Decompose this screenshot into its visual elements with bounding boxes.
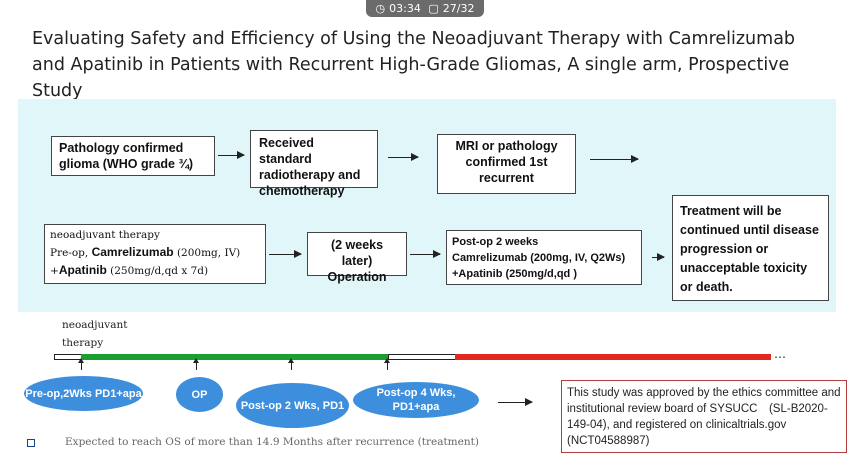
flow-box-continuation: Treatment will be continued until diseas… <box>672 195 829 301</box>
elapsed-time: 03:34 <box>389 2 421 15</box>
flow-box-neoadjuvant: neoadjuvant therapy Pre-op, Camrelizumab… <box>44 224 266 284</box>
timeline-label: therapy <box>62 337 104 349</box>
flow-arrow <box>269 250 302 258</box>
timeline-arrow <box>193 358 199 370</box>
timeline-bar-green <box>81 354 388 360</box>
milestone-post-op-2wks: Post-op 2 Wks, PD1 <box>236 383 349 428</box>
pre-op-text: Pre-op, <box>50 247 92 259</box>
flow-arrow <box>388 153 419 161</box>
clock-icon: ◷ <box>375 2 386 15</box>
milestone-pre-op: Pre-op,2Wks PD1+apa <box>24 376 143 411</box>
apatinib-dose: (250mg/d,qd x 7d) <box>106 265 209 277</box>
flow-arrow <box>410 250 441 258</box>
neoadjuvant-line: neoadjuvant therapy <box>50 229 160 241</box>
flow-box-post-op: Post-op 2 weeks Camrelizumab (200mg, IV,… <box>446 230 642 285</box>
timeline-bar-white <box>388 354 456 360</box>
timeline-arrow <box>78 358 84 370</box>
timeline-bar-red <box>455 354 771 360</box>
plus-sign: + <box>50 265 59 277</box>
post-op-heading: Post-op 2 weeks <box>452 236 539 248</box>
ethics-approval-note: This study was approved by the ethics co… <box>561 380 847 453</box>
camrelizumab-text: Camrelizumab <box>91 245 174 259</box>
timeline-arrow <box>288 358 294 370</box>
milestone-post-op-4wks: Post-op 4 Wks, PD1+apa <box>353 382 479 418</box>
flow-arrow <box>590 155 639 163</box>
timeline-arrow <box>384 358 390 370</box>
page-counter: 27/32 <box>442 2 475 15</box>
pre-op-line: Pre-op, Camrelizumab (200mg, IV) <box>50 244 260 262</box>
apatinib-line: +Apatinib (250mg/d,qd x 7d) <box>50 262 260 280</box>
flow-arrow <box>652 253 665 261</box>
slide-title: Evaluating Safety and Efficiency of Usin… <box>32 29 796 101</box>
flow-box-pathology: Pathology confirmed glioma (WHO grade ¾) <box>51 136 215 176</box>
flow-box-recurrence: MRI or pathology confirmed 1st recurrent <box>437 134 576 194</box>
flow-box-operation: (2 weeks later) Operation <box>307 232 407 284</box>
timeline-label: neoadjuvant <box>62 319 128 331</box>
page-icon: ▢ <box>428 2 439 15</box>
milestone-op: OP <box>176 377 223 412</box>
post-op-regimen: Camrelizumab (200mg, IV, Q2Ws) +Apatinib… <box>452 252 626 280</box>
timeline-ellipsis: … <box>774 347 786 361</box>
presentation-status-bar: ◷03:34 ▢27/32 <box>366 0 484 17</box>
approval-arrow <box>498 398 533 406</box>
flow-box-radiotherapy: Received standard radiotherapy and chemo… <box>250 130 378 198</box>
bullet-square-icon <box>27 439 35 447</box>
flow-arrow <box>218 151 245 159</box>
camrelizumab-dose: (200mg, IV) <box>173 247 241 259</box>
apatinib-text: Apatinib <box>58 263 107 277</box>
survival-expectation-note: Expected to reach OS of more than 14.9 M… <box>65 436 479 448</box>
